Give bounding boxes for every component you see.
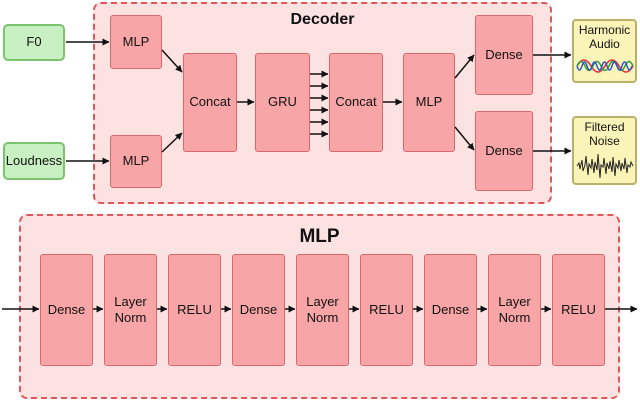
arrow-mlp-to-dense-bottom	[454, 126, 475, 151]
gru-block: GRU	[255, 53, 310, 152]
filtered-noise-label: Filtered Noise	[584, 120, 625, 148]
arrow-mlp-top-to-concat	[161, 49, 183, 73]
mlp-right-block: MLP	[403, 53, 455, 152]
noise-waveform-icon	[576, 153, 633, 178]
f0-input: F0	[3, 24, 65, 61]
harmonic-audio-output: Harmonic Audio	[572, 19, 637, 83]
mlp-layernorm-3-block: Layer Norm	[488, 254, 541, 366]
loudness-input: Loudness	[3, 142, 65, 180]
concat-right-block: Concat	[329, 53, 383, 152]
filtered-noise-output: Filtered Noise	[572, 116, 637, 185]
mlp-dense-3-block: Dense	[424, 254, 477, 366]
mlp-bottom-block: MLP	[110, 135, 162, 188]
arrow-mlp-bottom-to-concat	[161, 132, 183, 153]
dense-top-block: Dense	[475, 15, 533, 95]
mlp-detail-title: MLP	[299, 226, 340, 247]
harmonic-audio-label: Harmonic Audio	[578, 23, 631, 51]
mlp-dense-2-block: Dense	[232, 254, 285, 366]
mlp-relu-3-block: RELU	[552, 254, 605, 366]
harmonic-waves-icon	[575, 58, 634, 73]
concat-left-block: Concat	[183, 53, 237, 152]
mlp-relu-1-block: RELU	[168, 254, 221, 366]
decoder-title: Decoder	[290, 11, 355, 28]
mlp-layernorm-2-block: Layer Norm	[296, 254, 349, 366]
mlp-top-block: MLP	[110, 15, 162, 69]
arrow-mlp-to-dense-top	[454, 54, 475, 79]
mlp-dense-1-block: Dense	[40, 254, 93, 366]
dense-bottom-block: Dense	[475, 111, 533, 191]
mlp-relu-2-block: RELU	[360, 254, 413, 366]
mlp-layernorm-1-block: Layer Norm	[104, 254, 157, 366]
